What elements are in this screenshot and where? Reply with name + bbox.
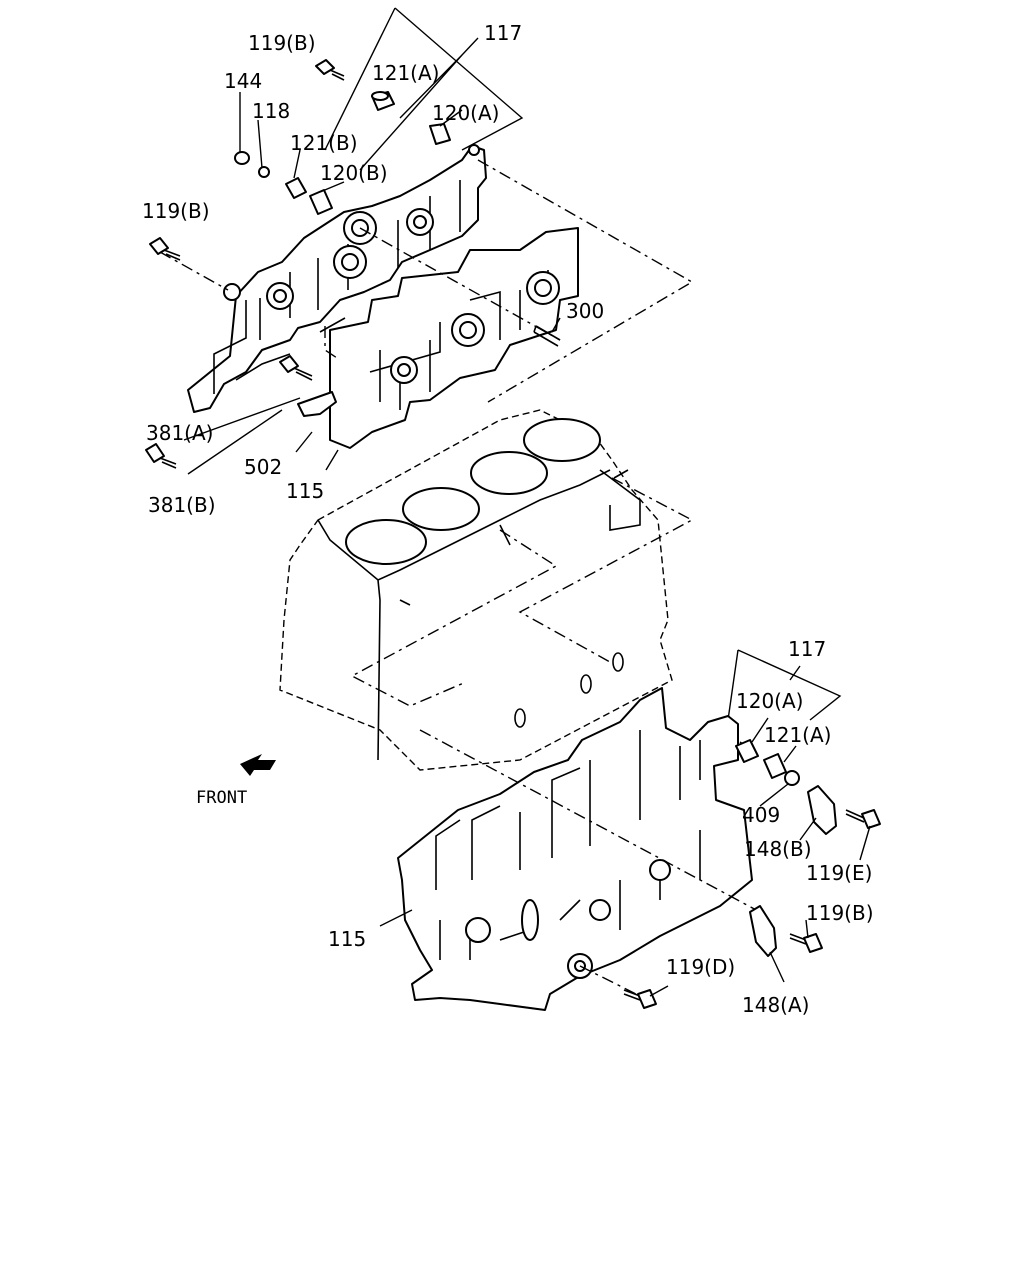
bolt-119e (845, 809, 881, 829)
collar-121a-lower (763, 753, 787, 779)
cylinder-bore-1 (345, 519, 427, 565)
cylinder-bore-4 (523, 418, 601, 462)
lower-heat-shield-assembly (379, 649, 881, 1011)
label-115-upper: 115 (286, 479, 324, 503)
cylinder-block-phantom (279, 409, 694, 771)
label-148b: 148(B) (744, 837, 812, 861)
front-arrow-icon (240, 754, 276, 776)
nut-144 (234, 151, 250, 165)
label-300: 300 (566, 299, 604, 323)
bracket-502 (297, 391, 337, 417)
bolt-381b (145, 443, 177, 469)
collar-120a-upper (429, 123, 451, 145)
label-120a-upper: 120(A) (432, 101, 499, 125)
label-381b: 381(B) (148, 493, 216, 517)
stud-300 (533, 325, 561, 347)
collar-120b (309, 189, 333, 215)
bolt-119b-upper (315, 59, 345, 81)
label-117-upper-bracket (324, 7, 524, 171)
label-502: 502 (244, 455, 282, 479)
label-381a: 381(A) (146, 421, 213, 445)
bolt-119b-left (149, 237, 181, 261)
label-117-lower: 117 (788, 637, 826, 661)
bolt-119b-lower (789, 933, 823, 953)
label-119b-lower: 119(B) (806, 901, 874, 925)
clip-148b (807, 785, 837, 835)
bolt-119d (623, 989, 657, 1009)
label-121a-lower: 121(A) (764, 723, 831, 747)
label-117-top: 117 (484, 21, 522, 45)
upper-heat-shield-assembly (145, 7, 694, 475)
label-118: 118 (252, 99, 290, 123)
collar-121b (285, 177, 307, 199)
label-121a-upper: 121(A) (372, 61, 439, 85)
front-label: FRONT (196, 788, 247, 808)
label-144: 144 (224, 69, 262, 93)
label-120a-lower: 120(A) (736, 689, 803, 713)
label-148a: 148(A) (742, 993, 809, 1017)
washer-118 (258, 166, 270, 178)
label-117-lower-bracket (727, 649, 842, 721)
label-119b-left: 119(B) (142, 199, 210, 223)
label-115-lower: 115 (328, 927, 366, 951)
washer-409 (784, 770, 800, 786)
bolt-381a (279, 355, 313, 381)
label-119b-top: 119(B) (248, 31, 316, 55)
label-409: 409 (742, 803, 780, 827)
collar-120a-lower (735, 739, 759, 763)
label-120b: 120(B) (320, 161, 388, 185)
cylinder-bore-3 (470, 451, 548, 495)
label-119e: 119(E) (806, 861, 872, 885)
front-direction-indicator: FRONT (196, 754, 276, 808)
clip-148a (749, 905, 777, 957)
label-121b: 121(B) (290, 131, 358, 155)
part-number-labels: 117 119(B) 121(A) 144 120(A) 118 121(B) … (142, 21, 874, 1017)
label-119d: 119(D) (666, 955, 735, 979)
cylinder-bore-2 (402, 487, 480, 531)
